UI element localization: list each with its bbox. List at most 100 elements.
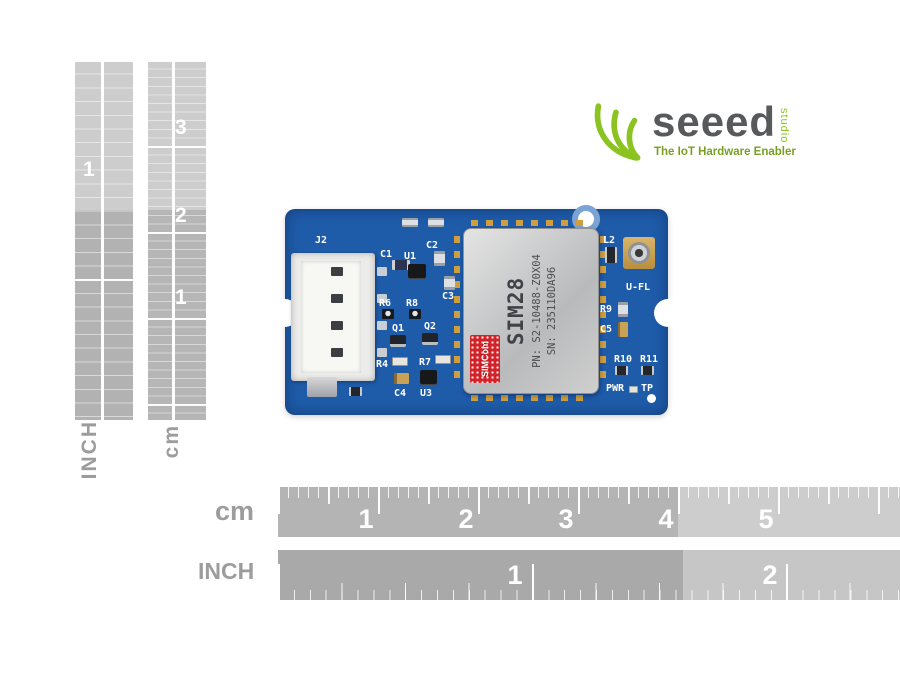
tick-marks: [278, 487, 900, 498]
ruler-number: 1: [83, 158, 95, 181]
solder-pad: [377, 348, 387, 357]
module-castellation-pads: [471, 220, 589, 226]
silk-label-c2: C2: [426, 240, 439, 251]
component-resistor: [349, 387, 362, 396]
solder-pad: [377, 267, 387, 276]
component-c5-capacitor: [618, 322, 628, 337]
silk-label-pwr: PWR: [606, 383, 625, 394]
silk-label-ufl: U-FL: [626, 282, 651, 293]
module-castellation-pads: [454, 236, 460, 386]
silk-label-c5: C5: [600, 324, 613, 335]
component-r9-resistor: [618, 302, 628, 317]
ufl-connector-ring: [628, 242, 650, 264]
horizontal-cm-ruler-label: cm: [215, 496, 255, 526]
component-r10-resistor: [615, 366, 628, 375]
brand-name: seeed: [652, 98, 777, 145]
component-r8-resistor: [409, 309, 421, 319]
tick-marks: [148, 60, 206, 420]
brand-studio-text: studio: [778, 108, 790, 144]
silk-label-u1: U1: [404, 251, 417, 262]
component-capacitor: [402, 218, 418, 227]
silk-label-c1: C1: [380, 249, 393, 260]
ruler-number: 3: [558, 504, 574, 534]
silk-label-r6: R6: [379, 298, 392, 309]
tick-marks: [278, 564, 900, 600]
silk-label-r8: R8: [406, 298, 419, 309]
silk-label-q1: Q1: [392, 323, 405, 334]
silk-label-r4: R4: [376, 359, 389, 370]
horizontal-inch-ruler-label: INCH: [198, 558, 255, 584]
component-u1-ic: [408, 264, 426, 278]
horizontal-inch-ruler: 1 2: [278, 550, 900, 600]
grove-connector: [291, 253, 375, 381]
silk-label-c3: C3: [442, 291, 455, 302]
silk-label-tp: TP: [641, 383, 654, 394]
pcb-board: J2 C1 U1 C2 C3 R6 R8 Q1 Q2 R4 R7: [271, 205, 682, 415]
silk-label-r7: R7: [419, 357, 432, 368]
test-point: [647, 394, 656, 403]
connector-pin: [331, 348, 343, 357]
sim28-gps-module: SIMCom SIM28 PN: S2-10488-Z0X04 SN: 2351…: [463, 228, 599, 394]
horizontal-cm-ruler: 1 2 3 4 5: [278, 487, 900, 537]
ruler-divider: [101, 60, 104, 420]
silk-label-r10: R10: [614, 354, 633, 365]
silk-label-q2: Q2: [424, 321, 437, 332]
component-q1-transistor: [390, 335, 406, 347]
seeed-logo: seeed studio The IoT Hardware Enabler: [588, 98, 803, 168]
solder-pad: [377, 294, 387, 303]
seeed-leaf-fan-icon: [588, 100, 650, 169]
component-capacitor: [428, 218, 444, 227]
component-r4-resistor: [392, 357, 408, 366]
power-led: [629, 386, 638, 393]
component-c4-capacitor: [394, 373, 409, 384]
silk-label-r9: R9: [600, 304, 613, 315]
module-name: SIM28: [504, 276, 528, 346]
silk-label-r11: R11: [640, 354, 659, 365]
component-r7-resistor: [435, 355, 451, 364]
simcom-logo: SIMCom: [470, 335, 500, 383]
component-c2-capacitor: [434, 251, 445, 266]
solder-pad: [377, 321, 387, 330]
ruler-number: 4: [658, 504, 674, 534]
module-castellation-pads: [600, 236, 606, 386]
silk-label-j2: J2: [315, 235, 328, 246]
connector-mount-lug: [307, 377, 337, 397]
mounting-hole-right: [654, 299, 682, 327]
vertical-inch-ruler: 1: [75, 60, 133, 420]
module-part-number: PN: S2-10488-Z0X04: [531, 254, 543, 368]
tick-marks: [278, 590, 900, 600]
ruler-divider: [172, 60, 175, 420]
ruler-number: 2: [762, 560, 778, 590]
component-u3-ic: [420, 370, 437, 384]
vertical-inch-ruler-label: INCH: [78, 420, 101, 480]
silk-label-u3: U3: [420, 388, 433, 399]
tick-marks: [148, 60, 206, 420]
ruler-number: 2: [175, 204, 187, 227]
component-q2-transistor: [422, 333, 438, 345]
brand-tagline: The IoT Hardware Enabler: [654, 146, 796, 158]
connector-pin: [331, 294, 343, 303]
tick-marks: [278, 487, 900, 504]
ruler-number: 1: [175, 286, 187, 309]
connector-pin: [331, 267, 343, 276]
silk-label-c4: C4: [394, 388, 407, 399]
module-serial-number: SN: 235110DA96: [546, 266, 558, 356]
component-l2-inductor: [605, 247, 617, 263]
component-c3-capacitor: [444, 276, 455, 290]
module-castellation-pads: [471, 395, 589, 401]
connector-pin: [331, 321, 343, 330]
ruler-number: 1: [358, 504, 374, 534]
component-c1-capacitor: [392, 260, 410, 270]
tick-marks: [75, 60, 133, 420]
ruler-number: 1: [507, 560, 523, 590]
component-r6-resistor: [382, 309, 394, 319]
vertical-cm-ruler: 3 2 1: [148, 60, 206, 420]
vertical-cm-ruler-label: cm: [160, 424, 183, 459]
tick-marks: [75, 60, 133, 420]
ruler-number: 2: [458, 504, 474, 534]
module-markings: SIM28 PN: S2-10488-Z0X04 SN: 235110DA96: [481, 231, 581, 391]
silk-label-l2: L2: [603, 235, 616, 246]
component-r11-resistor: [641, 366, 654, 375]
ruler-number: 3: [175, 116, 187, 139]
